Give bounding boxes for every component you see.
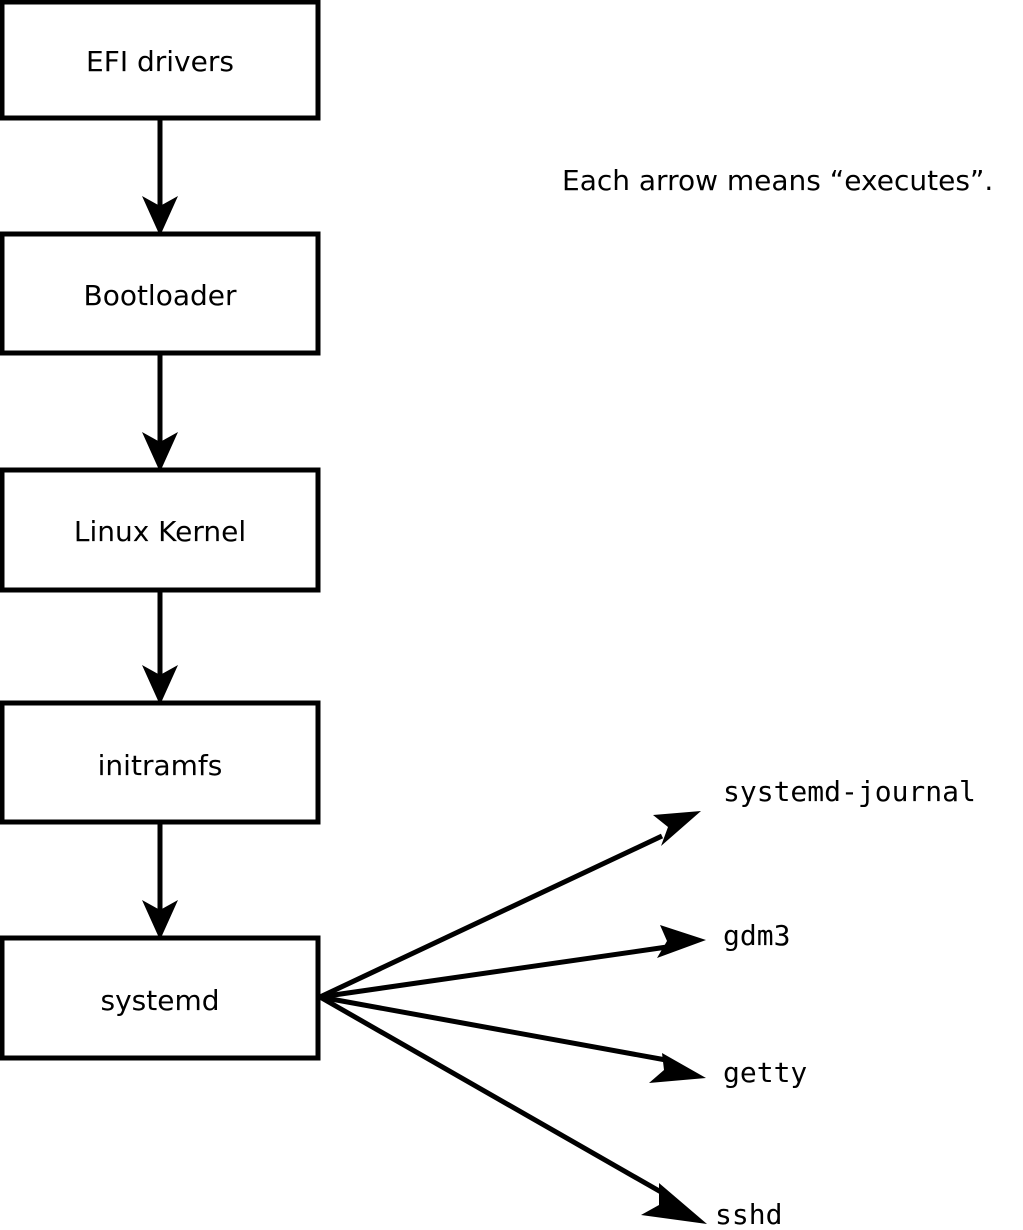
arrow-linux-kernel-to-initramfs xyxy=(142,590,178,705)
leaf-label-sshd: sshd xyxy=(715,1198,782,1230)
chain-box-linux-kernel[interactable]: Linux Kernel xyxy=(0,467,321,593)
chain-box-label: Bootloader xyxy=(83,279,237,312)
leaf-label-systemd-journal: systemd-journal xyxy=(723,775,976,808)
arrow-systemd-to-gdm3 xyxy=(319,925,706,1000)
arrow-shaft xyxy=(318,994,663,1195)
arrow-shaft xyxy=(319,944,668,1000)
leaf-label-gdm3: gdm3 xyxy=(723,919,790,952)
arrow-head-down xyxy=(142,900,178,940)
arrow-head-diagonal xyxy=(657,925,706,958)
arrow-head-down xyxy=(142,432,178,472)
arrow-bootloader-to-linux-kernel xyxy=(142,353,178,472)
chain-box-initramfs[interactable]: initramfs xyxy=(0,700,321,825)
arrow-head-diagonal xyxy=(649,1053,706,1083)
box-outline xyxy=(0,935,321,1061)
box-outline xyxy=(0,231,321,356)
arrow-systemd-to-sshd xyxy=(318,994,707,1224)
chain-box-bootloader[interactable]: Bootloader xyxy=(0,231,321,356)
chain-box-label: initramfs xyxy=(98,749,223,782)
arrow-head-diagonal xyxy=(653,811,701,846)
arrow-head-down xyxy=(142,665,178,705)
chain-box-label: EFI drivers xyxy=(86,45,234,78)
box-outline xyxy=(0,700,321,825)
chain-box-efi-drivers[interactable]: EFI drivers xyxy=(0,0,321,121)
arrow-systemd-to-systemd-journal xyxy=(318,811,701,1000)
arrow-efi-drivers-to-bootloader xyxy=(142,118,178,236)
arrow-shaft xyxy=(318,833,664,1000)
leaf-label-getty: getty xyxy=(723,1056,807,1089)
diagram-annotation: Each arrow means “executes”. xyxy=(562,164,993,197)
arrow-systemd-to-getty xyxy=(319,994,706,1083)
chain-box-label: systemd xyxy=(101,984,220,1017)
arrow-head-diagonal xyxy=(641,1183,707,1224)
box-outline xyxy=(0,0,321,121)
chain-box-systemd[interactable]: systemd xyxy=(0,935,321,1061)
arrow-shaft xyxy=(319,994,667,1063)
arrow-head-down xyxy=(142,196,178,236)
chain-box-label: Linux Kernel xyxy=(74,515,246,548)
arrow-initramfs-to-systemd xyxy=(142,822,178,940)
